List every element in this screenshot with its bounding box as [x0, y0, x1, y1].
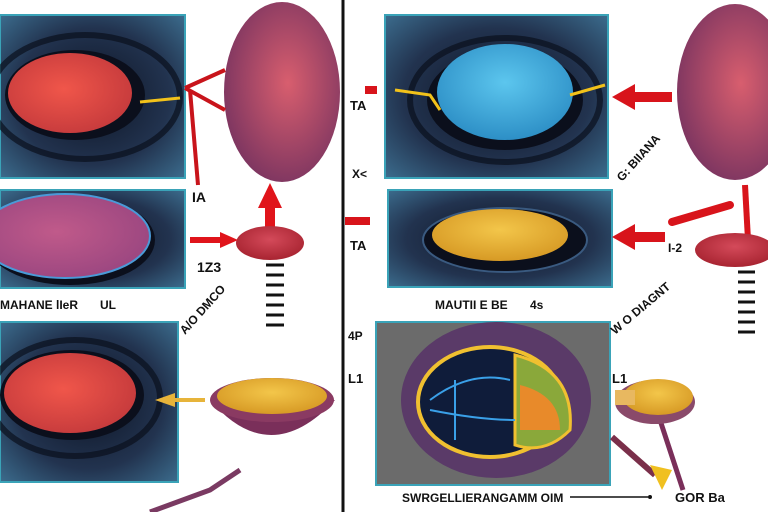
label-diagonal-right: W O DIAGNT: [608, 279, 674, 337]
label-gor: GOR Ba: [675, 490, 726, 505]
red-disc-structure: [668, 184, 768, 334]
label-l1-left: L1: [348, 371, 363, 386]
gold-spoon: [570, 379, 695, 499]
label-ia: IA: [192, 189, 206, 205]
label-mautil: MAUTII E BE: [435, 298, 508, 312]
purple-organelle: [224, 2, 340, 182]
gold-bowl: [149, 378, 335, 512]
label-l1-right: L1: [612, 371, 627, 386]
panel-red-cell-top: [0, 14, 186, 179]
caption-label: SWRGELLIERANGAMM OIM: [402, 491, 563, 505]
arrow-icon: [184, 68, 226, 186]
label-diagonal-gs: G: BIIANA: [614, 131, 663, 184]
label-diagonal-left: A/O DMCO: [177, 282, 228, 337]
red-cell: [8, 53, 132, 133]
label-4p: 4P: [348, 329, 363, 343]
panel-red-cell-bottom: [0, 321, 179, 483]
label-membrane: MAHANE lIeR: [0, 298, 78, 312]
label-4s: 4s: [530, 298, 544, 312]
blue-cell: [437, 44, 573, 140]
gold-cell: [432, 209, 568, 261]
label-i2: I-2: [668, 241, 682, 255]
arrow-icon: [345, 84, 672, 250]
panel-gold-cell: [387, 189, 613, 288]
panel-heart-cross-section: [375, 321, 611, 486]
label-ta-mid: TA: [350, 238, 367, 253]
purple-organelle: [677, 4, 768, 180]
panel-blue-cell: [384, 14, 609, 179]
panel-pink-cell: [0, 189, 186, 289]
pink-cell: [0, 193, 151, 279]
label-xc: X<: [352, 167, 367, 181]
red-cell: [4, 353, 136, 433]
label-1z3: 1Z3: [197, 259, 221, 275]
red-disc-structure: [190, 183, 304, 327]
label-ta-top: TA: [350, 98, 367, 113]
label-ul: UL: [100, 298, 116, 312]
